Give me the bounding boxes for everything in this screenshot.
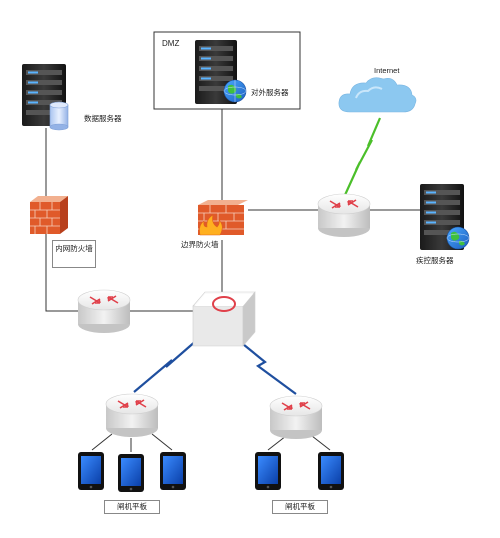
tablet-icon — [78, 452, 104, 490]
tablet-icon — [255, 452, 281, 490]
link-left-router-tablet-1 — [91, 433, 113, 451]
left-access-router-icon — [105, 393, 159, 437]
internal-firewall-icon — [30, 196, 68, 234]
globe-icon — [446, 226, 470, 250]
database-icon — [49, 101, 69, 131]
internet-cloud-icon — [338, 77, 417, 113]
gate-tablets-right-label-text: 闸机平板 — [285, 502, 315, 511]
edge-router-icon — [317, 193, 371, 237]
internet-label: Internet — [374, 66, 400, 75]
link-left-router-tablet-3 — [151, 433, 173, 451]
dmz-label: DMZ — [162, 39, 179, 48]
tablet-icon — [318, 452, 344, 490]
wireless-link-right-router — [237, 339, 297, 395]
right-access-router-icon — [269, 395, 323, 439]
wireless-link-left-router — [133, 339, 198, 393]
core-switch-icon — [192, 291, 256, 347]
tablet-icon — [118, 454, 144, 492]
gate-tablets-left-label: 闸机平板 — [104, 500, 160, 514]
external-server-label: 对外服务器 — [251, 87, 289, 97]
lan-router-icon — [77, 289, 131, 333]
link-right-router-tablet-2 — [311, 435, 331, 451]
link-right-router-tablet-1 — [267, 435, 287, 451]
internal-firewall-label-text: 内网防火墙 — [55, 244, 93, 253]
border-firewall-icon — [198, 200, 248, 236]
border-firewall-label: 边界防火墙 — [181, 239, 219, 249]
data-server-label: 数据服务器 — [84, 113, 122, 123]
monitor-server-label: 疾控服务器 — [416, 255, 454, 265]
connections — [45, 109, 420, 452]
gate-tablets-right-label: 闸机平板 — [272, 500, 328, 514]
tablet-icon — [160, 452, 186, 490]
link-internal-firewall-router — [45, 232, 80, 312]
internal-firewall-label: 内网防火墙 — [52, 240, 96, 268]
wireless-link-internet — [343, 117, 382, 196]
gate-tablets-left-label-text: 闸机平板 — [117, 502, 147, 511]
globe-icon — [223, 79, 247, 103]
